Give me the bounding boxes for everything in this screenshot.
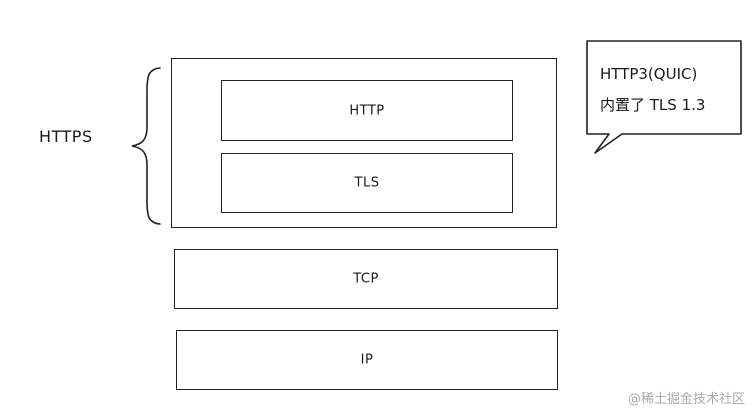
tcp-layer-box: TCP: [174, 249, 558, 309]
https-group-label: HTTPS: [39, 127, 93, 146]
tls-layer-box: TLS: [221, 153, 513, 213]
http-layer-label: HTTP: [349, 103, 385, 118]
speech-bubble-icon: [586, 40, 742, 154]
watermark-text: @稀土掘金技术社区: [627, 392, 745, 407]
curly-brace-icon: [131, 67, 161, 225]
tls-layer-label: TLS: [354, 175, 380, 191]
ip-layer-label: IP: [360, 352, 374, 368]
tcp-layer-label: TCP: [353, 271, 379, 287]
ip-layer-box: IP: [176, 330, 558, 390]
http-layer-box: HTTP: [221, 80, 513, 141]
callout-line-2: 内置了 TLS 1.3: [600, 96, 706, 114]
callout-line-1: HTTP3(QUIC): [600, 65, 698, 83]
